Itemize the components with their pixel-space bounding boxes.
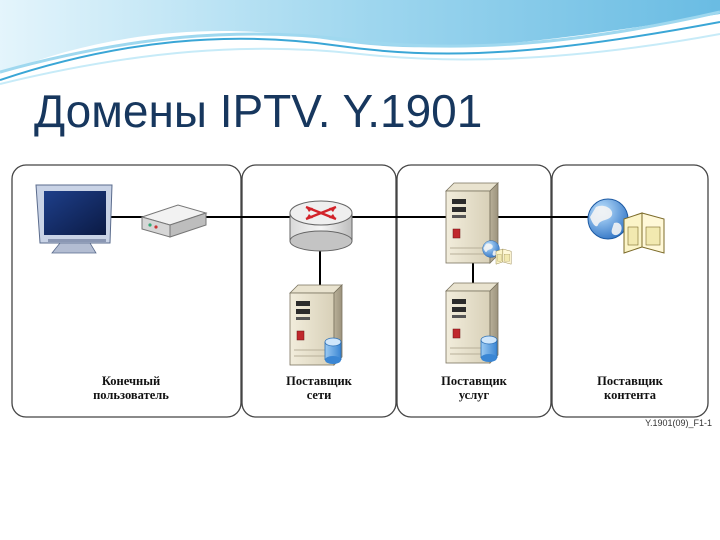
set-top-box-icon — [140, 204, 208, 238]
router-icon — [289, 200, 353, 252]
iptv-domain-diagram — [11, 164, 709, 418]
network-database-icon — [324, 337, 342, 365]
domain-label-network-provider: Поставщик сети — [286, 374, 352, 402]
header-wave-decoration — [0, 0, 720, 85]
domain-label-service-provider: Поставщик услуг — [441, 374, 507, 402]
service-book-icon — [495, 248, 512, 265]
content-book-icon — [623, 212, 665, 254]
figure-code: Y.1901(09)_F1-1 — [645, 418, 712, 428]
content-globe-icon — [587, 198, 629, 240]
service-database-icon — [480, 335, 498, 363]
domain-label-end-user: Конечный пользователь — [93, 374, 169, 402]
monitor-icon — [35, 184, 113, 254]
slide-title: Домены IPTV. Y.1901 — [34, 85, 483, 137]
domain-label-content-provider: Поставщик контента — [597, 374, 663, 402]
